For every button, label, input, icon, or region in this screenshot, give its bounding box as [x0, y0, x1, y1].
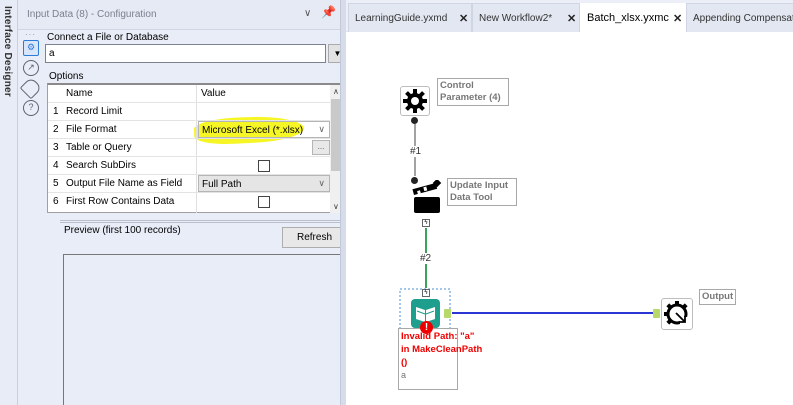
tab-new-workflow2[interactable]: New Workflow2* ✕ [472, 3, 580, 32]
close-icon[interactable]: ✕ [567, 13, 577, 25]
row-name: First Row Contains Data [66, 196, 175, 207]
search-subdirs-checkbox[interactable] [258, 160, 270, 172]
file-format-select[interactable]: Microsoft Excel (*.xlsx) ∨ [198, 121, 330, 138]
row-number: 6 [53, 196, 59, 207]
anchor-q-icon[interactable] [411, 177, 418, 184]
book-icon [416, 307, 435, 322]
tab-learningguide[interactable]: LearningGuide.yxmd ✕ [348, 3, 472, 32]
grid-row[interactable]: 1 Record Limit [48, 103, 330, 121]
preview-area [63, 254, 348, 405]
chevron-down-icon: ∨ [318, 124, 325, 134]
chevron-down-icon[interactable]: ∨ [304, 8, 312, 19]
tab-label: Appending Compensat [693, 13, 793, 24]
column-separator [196, 85, 197, 213]
label-line: Parameter (4) [440, 92, 501, 103]
error-annotation: Invalid Path: "a" in MakeCleanPath () a [398, 328, 483, 390]
input-anchor[interactable] [653, 309, 660, 318]
gear-icon [403, 89, 427, 113]
output-filename-value: Full Path [202, 179, 242, 190]
interface-designer-label[interactable]: Interface Designer [2, 6, 13, 97]
arrow-circle-icon[interactable]: ↗ [23, 60, 39, 76]
control-parameter-tool[interactable] [400, 86, 430, 116]
annotation-sub: a [401, 370, 407, 380]
label-line: Control [440, 80, 474, 91]
connect-file-input[interactable]: a [45, 44, 326, 63]
connection-label-2: #2 [420, 253, 432, 264]
tab-label: LearningGuide.yxmd [355, 13, 448, 24]
row-name: Record Limit [66, 106, 123, 117]
grid-row[interactable]: 6 First Row Contains Data [48, 193, 330, 211]
grid-row[interactable]: 5 Output File Name as Field Full Path ∨ [48, 175, 330, 193]
chevron-down-icon: ∨ [318, 178, 325, 188]
grid-row[interactable]: 4 Search SubDirs [48, 157, 330, 175]
label-line: Data Tool [450, 192, 493, 203]
tab-label: New Workflow2* [479, 13, 553, 24]
value-cell [198, 157, 330, 174]
header-name: Name [66, 88, 93, 99]
tab-label: Batch_xlsx.yxmc [587, 12, 669, 24]
help-icon[interactable]: ? [23, 100, 39, 116]
macro-output-icon [664, 301, 690, 327]
control-parameter-label: Control Parameter (4) [437, 78, 509, 106]
lightning-anchor-icon[interactable]: ϟ [422, 289, 430, 297]
row-name: File Format [66, 124, 117, 135]
refresh-button[interactable]: Refresh [282, 227, 347, 248]
options-grid: Name Value 1 Record Limit 2 File Format … [47, 83, 345, 213]
row-number: 4 [53, 160, 59, 171]
row-name: Table or Query [66, 142, 132, 153]
header-value: Value [201, 88, 226, 99]
input-data-tool[interactable] [411, 299, 440, 328]
file-format-value: Microsoft Excel (*.xlsx) [202, 125, 304, 136]
preview-label: Preview (first 100 records) [64, 225, 181, 236]
gear-icon[interactable]: ⚙ [23, 40, 39, 56]
update-input-tool[interactable] [412, 178, 442, 214]
output-label: Output [699, 289, 737, 305]
row-number: 2 [53, 124, 59, 135]
panel-splitter[interactable] [340, 0, 346, 405]
connect-label: Connect a File or Database [47, 32, 169, 43]
config-side-toolbar: ··· ⚙ ↗ ? [18, 30, 44, 405]
row-name: Search SubDirs [66, 160, 137, 171]
value-cell [198, 193, 330, 210]
row-number: 5 [53, 178, 59, 189]
configuration-panel: Input Data (8) - Configuration ∨ 📌 ··· ⚙… [18, 0, 350, 405]
row-number: 3 [53, 142, 59, 153]
grid-header-row: Name Value [48, 85, 330, 103]
error-text: in MakeCleanPath [401, 344, 483, 355]
scroll-up-icon[interactable]: ∧ [333, 87, 339, 96]
panel-title: Input Data (8) - Configuration [27, 9, 157, 20]
grid-row[interactable]: 2 File Format Microsoft Excel (*.xlsx) ∨ [48, 121, 330, 139]
scroll-down-icon[interactable]: ∨ [333, 202, 339, 211]
output-filename-select[interactable]: Full Path ∨ [198, 175, 330, 192]
interface-designer-strip[interactable]: Interface Designer [0, 0, 18, 405]
pin-icon[interactable]: 📌 [321, 5, 336, 19]
row-name: Output File Name as Field [66, 178, 183, 189]
browse-button[interactable]: ... [312, 140, 330, 155]
splitter[interactable] [60, 220, 350, 223]
grid-row[interactable]: 3 Table or Query ... [48, 139, 330, 157]
more-dots-icon[interactable]: ··· [25, 30, 36, 39]
output-tool[interactable] [661, 298, 693, 330]
lightning-anchor-icon[interactable]: ϟ [422, 219, 430, 227]
anchor-q-icon[interactable] [411, 117, 418, 124]
tab-appending-compensation[interactable]: Appending Compensat [686, 3, 793, 32]
update-input-label: Update Input Data Tool [447, 178, 517, 206]
row-number: 1 [53, 106, 59, 117]
error-text: Invalid Path: "a" [401, 331, 475, 342]
output-anchor[interactable] [444, 309, 451, 318]
connection-label-1: #1 [410, 146, 422, 157]
first-row-data-checkbox[interactable] [258, 196, 270, 208]
error-icon[interactable]: ! [420, 321, 433, 334]
table-query-field[interactable]: ... [198, 139, 330, 156]
tab-bar: LearningGuide.yxmd ✕ New Workflow2* ✕ Ba… [346, 0, 793, 32]
options-label: Options [49, 71, 84, 82]
panel-header: Input Data (8) - Configuration ∨ 📌 [18, 0, 340, 30]
error-text: () [401, 357, 408, 368]
label-line: Update Input [450, 180, 509, 191]
close-icon[interactable]: ✕ [673, 13, 683, 25]
tab-batch-xlsx[interactable]: Batch_xlsx.yxmc ✕ [580, 3, 686, 32]
close-icon[interactable]: ✕ [459, 13, 469, 25]
clapperboard-icon [412, 178, 442, 213]
